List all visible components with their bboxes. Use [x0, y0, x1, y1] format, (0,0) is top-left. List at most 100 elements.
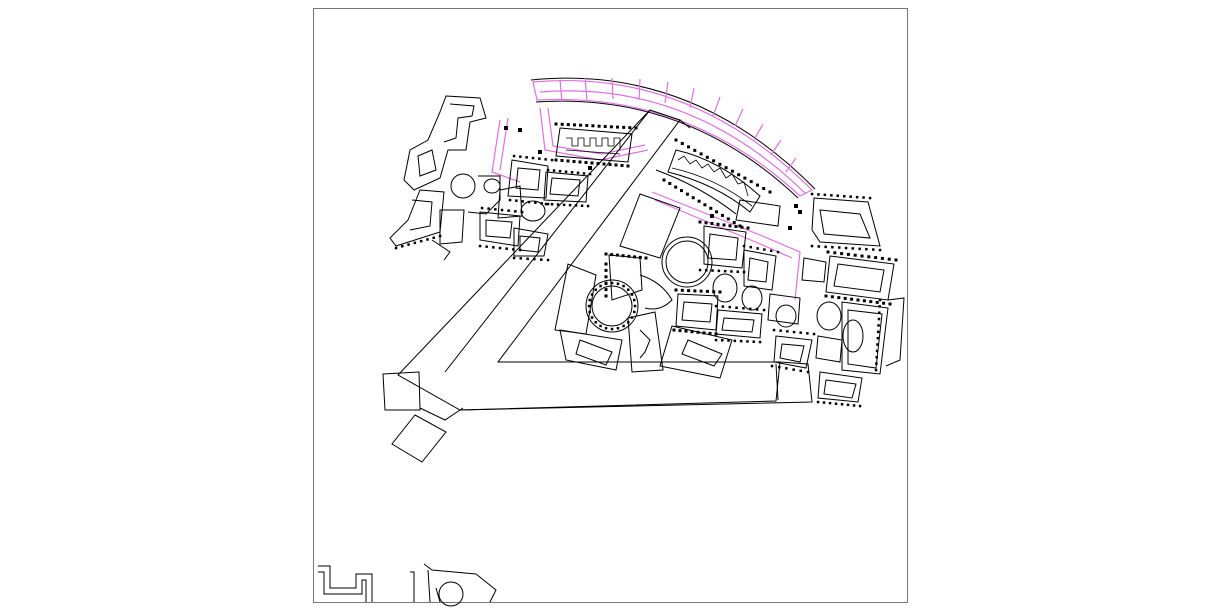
column-dot: [728, 305, 731, 309]
column-dot: [728, 224, 732, 228]
column-dot: [846, 252, 850, 256]
column-dot: [604, 262, 608, 266]
column-dot: [699, 152, 703, 156]
column-dot: [717, 269, 721, 273]
column-dot: [519, 155, 522, 158]
column-dot: [762, 308, 766, 312]
column-dot: [485, 245, 488, 248]
column-dot: [519, 257, 522, 260]
column-dot: [672, 328, 676, 332]
column-dot: [633, 310, 636, 314]
column-dot: [878, 248, 882, 252]
column-dot: [880, 256, 884, 260]
column-dot: [714, 304, 718, 308]
column-dot: [723, 269, 727, 273]
column-dot: [604, 252, 608, 256]
column-dot: [674, 185, 678, 189]
drawing-frame: [313, 8, 908, 603]
column-dot: [749, 245, 752, 249]
magenta-walkway-left: [491, 107, 649, 183]
column-dot: [758, 340, 762, 344]
column-dot: [718, 162, 722, 166]
column-dot: [540, 258, 543, 261]
column-dot: [722, 223, 726, 227]
column-dot: [721, 213, 724, 217]
column-dot: [816, 400, 820, 404]
column-dot: [693, 148, 697, 152]
column-dot: [852, 404, 856, 407]
column-dot: [616, 125, 619, 129]
column-dot: [799, 331, 802, 334]
column-dot: [590, 293, 594, 296]
column-dot: [526, 257, 529, 261]
column-dot: [778, 365, 781, 369]
column-dot: [604, 275, 608, 279]
column-dot: [776, 250, 780, 254]
column-dot: [749, 180, 753, 184]
column-dot: [710, 214, 714, 218]
column-dot: [779, 329, 782, 332]
column-dot: [518, 128, 522, 132]
column-dot: [587, 304, 591, 308]
column-dot: [520, 210, 524, 214]
column-dot: [574, 204, 578, 207]
column-dot: [716, 222, 720, 226]
column-dot: [680, 189, 683, 193]
column-dot: [743, 176, 747, 180]
column-dot: [730, 270, 733, 273]
column-dot: [799, 369, 802, 373]
column-dot: [846, 403, 850, 407]
column-dot: [872, 248, 875, 251]
column-dot: [755, 308, 759, 311]
column-dot: [627, 321, 630, 324]
column-dot: [620, 164, 624, 167]
column-dot: [580, 204, 584, 207]
column-dot: [788, 226, 792, 230]
column-dot: [746, 340, 749, 343]
column-dot: [853, 253, 857, 257]
meander-courtyard-right: [655, 149, 781, 227]
column-dot: [498, 246, 502, 250]
column-dot: [867, 255, 871, 259]
column-dot: [604, 288, 608, 292]
column-dot: [610, 281, 614, 285]
column-dot: [564, 170, 568, 173]
column-dot: [736, 270, 739, 273]
column-dot: [630, 293, 634, 296]
column-dot: [680, 142, 684, 145]
column-dot: [394, 246, 398, 250]
column-dot: [576, 171, 580, 175]
column-dot: [703, 203, 707, 207]
column-dot: [730, 169, 734, 173]
column-dot: [538, 157, 541, 160]
column-dot: [687, 145, 690, 149]
column-dot: [708, 331, 712, 335]
column-dot: [480, 206, 484, 210]
column-dot: [638, 255, 642, 259]
column-dot: [888, 302, 892, 306]
column-dot: [887, 257, 891, 261]
column-dot: [597, 124, 601, 128]
column-dot: [604, 294, 608, 298]
column-dot: [705, 155, 709, 159]
column-dot: [590, 316, 594, 319]
column-dot: [591, 124, 595, 128]
column-dot: [556, 203, 560, 206]
column-dot: [718, 290, 722, 294]
column-dot: [762, 187, 766, 190]
column-dot: [566, 159, 570, 163]
column-dot: [554, 158, 558, 162]
column-dot: [610, 253, 614, 257]
column-dot: [599, 284, 602, 288]
column-dot: [687, 289, 691, 293]
column-dot: [588, 298, 591, 302]
column-dot: [426, 238, 429, 241]
column-dot: [615, 253, 619, 257]
column-dot: [785, 367, 788, 370]
column-dot: [837, 296, 841, 300]
column-dot: [697, 199, 701, 203]
column-dot: [856, 298, 860, 302]
column-dot: [584, 161, 588, 164]
